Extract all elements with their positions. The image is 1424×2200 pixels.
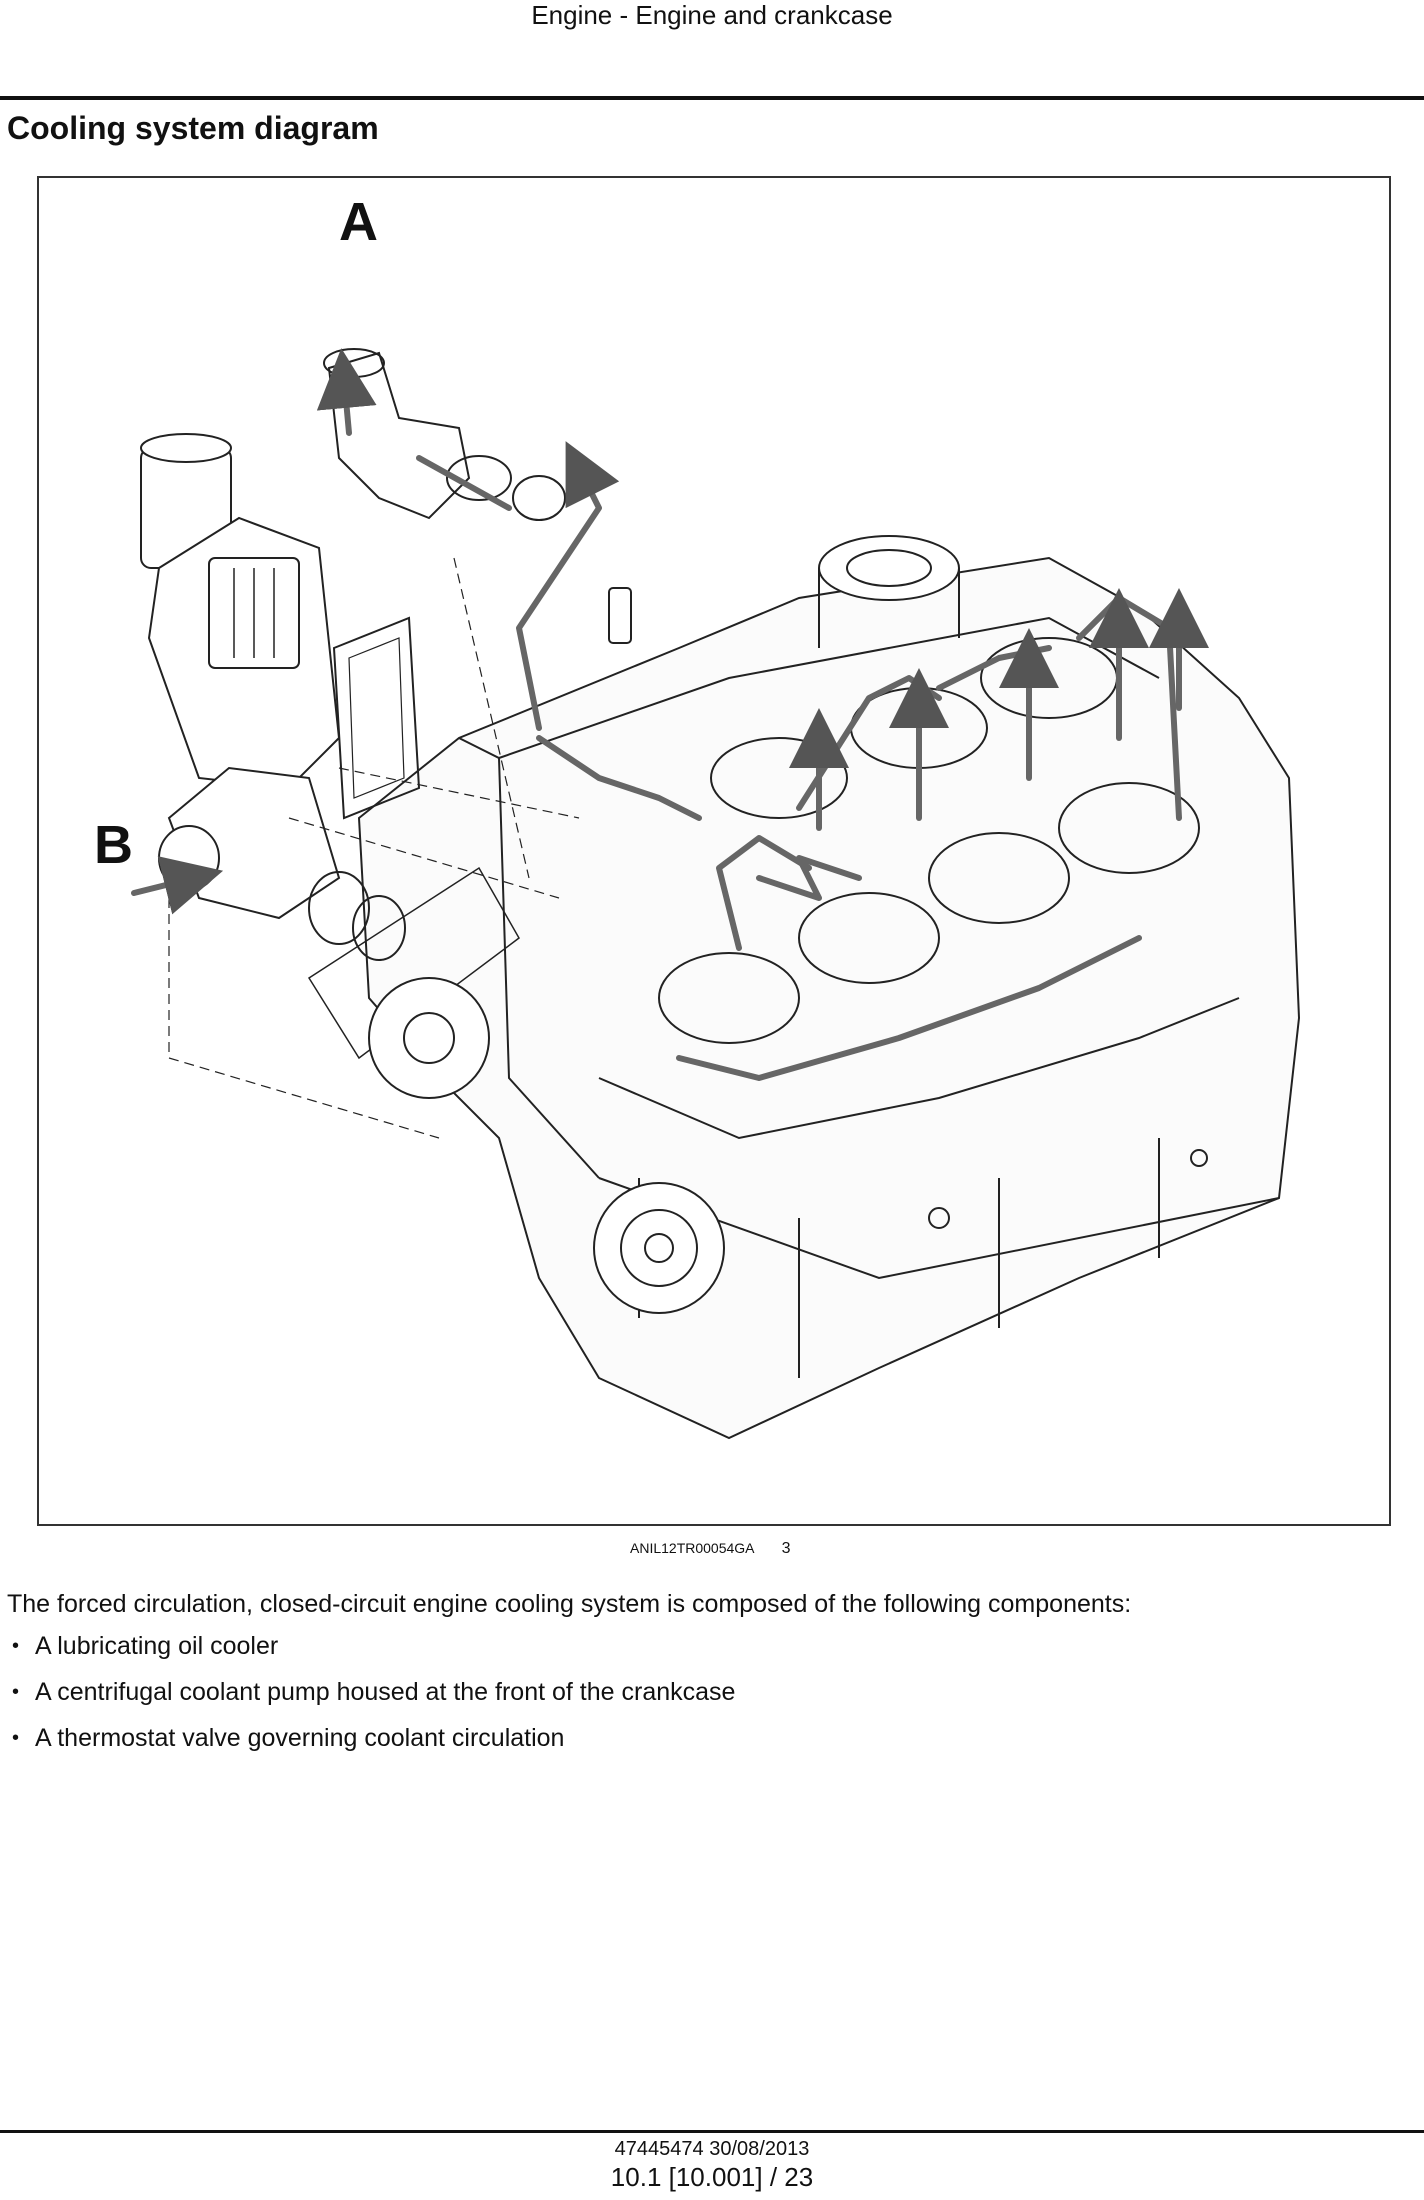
footer-rule [0,2130,1424,2133]
intro-paragraph: The forced circulation, closed-circuit e… [7,1590,1132,1618]
footer-page-number: 10.1 [10.001] / 23 [610,2162,814,2192]
figure-number: 3 [781,1540,791,1557]
component-list: •A lubricating oil cooler •A centrifugal… [7,1630,735,1768]
engine-illustration [140,348,1301,1440]
list-item: •A thermostat valve governing coolant ci… [12,1724,565,1752]
flow-label-a: A [339,192,378,252]
flow-label-b: B [94,815,133,875]
coolant-flow-paths [131,348,1209,1081]
list-item: •A centrifugal coolant pump housed at th… [12,1678,736,1706]
running-header: Engine - Engine and crankcase [531,0,893,30]
figure-code: ANIL12TR00054GA [630,1540,754,1556]
header-rule [0,96,1424,100]
bullet-icon: • [12,1635,20,1657]
section-title: Cooling system diagram [7,110,379,146]
bullet-icon: • [12,1681,20,1703]
cooling-system-figure: A B [37,176,1391,1526]
bullet-icon: • [12,1727,20,1749]
footer-document-id: 47445474 30/08/2013 [614,2138,810,2160]
figure-caption: ANIL12TR00054GA 3 [630,1540,791,1558]
list-item: •A lubricating oil cooler [12,1632,279,1660]
